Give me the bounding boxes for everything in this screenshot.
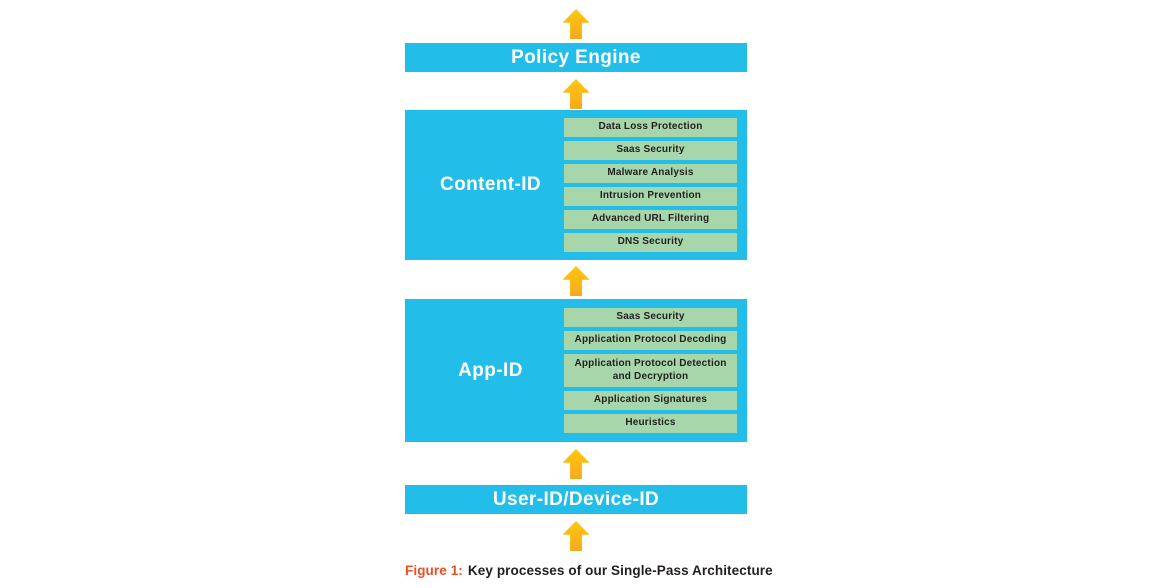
- chip-dns-security: DNS Security: [564, 233, 737, 252]
- chip-application-protocol-decoding: Application Protocol Decoding: [564, 331, 737, 350]
- chip-data-loss-protection: Data Loss Protection: [564, 118, 737, 137]
- chip-application-signatures: Application Signatures: [564, 391, 737, 410]
- up-arrow-icon: [562, 79, 590, 109]
- policy-engine-bar: Policy Engine: [405, 43, 747, 72]
- chip-saas-security: Saas Security: [564, 308, 737, 327]
- app-id-title-area: App-ID: [405, 299, 564, 442]
- chip-intrusion-prevention: Intrusion Prevention: [564, 187, 737, 206]
- content-id-title-area: Content-ID: [405, 110, 564, 260]
- figure-caption: Figure 1: Key processes of our Single-Pas…: [405, 563, 773, 578]
- up-arrow-icon: [562, 9, 590, 39]
- figure-caption-text: Key processes of our Single-Pass Archite…: [467, 563, 773, 578]
- content-id-block: Content-ID Data Loss Protection Saas Sec…: [405, 110, 747, 260]
- content-id-title: Content-ID: [439, 174, 542, 195]
- chip-heuristics: Heuristics: [564, 414, 737, 433]
- chip-malware-analysis: Malware Analysis: [564, 164, 737, 183]
- up-arrow-icon: [562, 266, 590, 296]
- up-arrow-icon: [562, 521, 590, 551]
- policy-engine-title: Policy Engine: [511, 46, 641, 68]
- user-id-device-id-bar: User-ID/Device-ID: [405, 485, 747, 514]
- user-id-device-id-title: User-ID/Device-ID: [492, 488, 660, 510]
- chip-advanced-url-filtering: Advanced URL Filtering: [564, 210, 737, 229]
- up-arrow-icon: [562, 449, 590, 479]
- app-id-title: App-ID: [458, 359, 523, 381]
- content-id-chip-list: Data Loss Protection Saas Security Malwa…: [564, 110, 737, 260]
- chip-application-protocol-detection-and-decryption: Application Protocol Detection and Decry…: [564, 354, 737, 387]
- app-id-block: App-ID Saas Security Application Protoco…: [405, 299, 747, 442]
- chip-saas-security: Saas Security: [564, 141, 737, 160]
- app-id-chip-list: Saas Security Application Protocol Decod…: [564, 299, 737, 442]
- single-pass-architecture-diagram: Policy Engine Content-ID Data Loss Prote…: [405, 0, 773, 578]
- figure-caption-label: Figure 1:: [405, 563, 463, 578]
